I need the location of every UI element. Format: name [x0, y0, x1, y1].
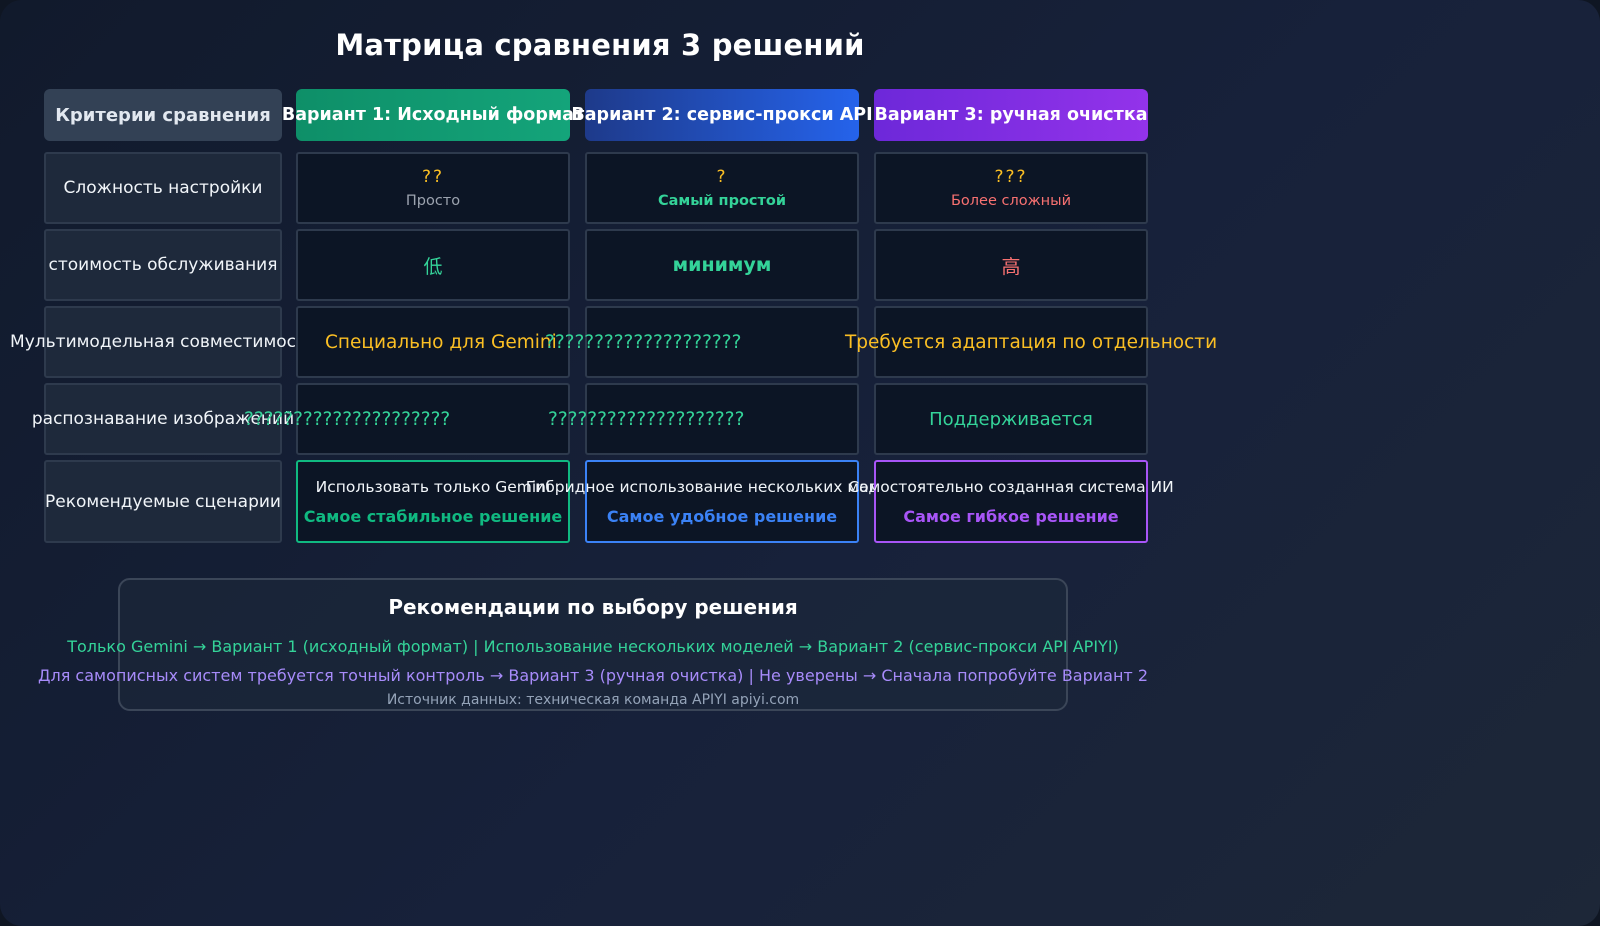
- cost-option-2: минимум: [585, 229, 859, 301]
- scenario-tag: Самое стабильное решение: [303, 506, 563, 526]
- image-option-1-cell: [296, 383, 570, 455]
- cost-option-3: 高: [874, 229, 1148, 301]
- cost-option-1: 低: [296, 229, 570, 301]
- setup-level-text: Более сложный: [950, 193, 1072, 209]
- header-option-3: Вариант 3: ручная очистка: [874, 89, 1148, 141]
- scenario-option-3: Самостоятельно созданная система ИИ Само…: [848, 460, 1174, 543]
- page-title: Матрица сравнения 3 решений: [335, 28, 865, 62]
- rating-stars: ???: [994, 167, 1028, 187]
- header-criteria: Критерии сравнения: [44, 89, 282, 141]
- criteria-maintenance-cost: стоимость обслуживания: [44, 229, 282, 301]
- recommendations-box: [118, 578, 1068, 711]
- image-option-3: Поддерживается: [874, 383, 1148, 455]
- compat-option-2-cell: [585, 306, 859, 378]
- criteria-recommended-scenarios: Рекомендуемые сценарии: [44, 460, 282, 543]
- recommendation-line-1: Только Gemini → Вариант 1 (исходный форм…: [67, 637, 1119, 656]
- setup-option-2: ? Самый простой: [585, 152, 859, 224]
- criteria-label: распознавание изображений: [31, 409, 295, 429]
- rating-stars: ??: [421, 167, 445, 187]
- scenario-tag: Самое гибкое решение: [903, 506, 1119, 526]
- setup-level-text: Самый простой: [657, 193, 787, 209]
- scenario-text: Гибридное использование нескольких модел…: [525, 477, 919, 496]
- setup-option-1: ?? Просто: [296, 152, 570, 224]
- header-option-2: Вариант 2: сервис-прокси API: [571, 89, 873, 141]
- scenario-tag: Самое удобное решение: [606, 506, 838, 526]
- scenario-text: Самостоятельно созданная система ИИ: [848, 477, 1174, 496]
- scenario-option-2: Гибридное использование нескольких модел…: [526, 460, 918, 543]
- data-source-note: Источник данных: техническая команда API…: [386, 692, 800, 708]
- criteria-label: Мультимодельная совместимость: [10, 332, 316, 352]
- criteria-image-recognition: распознавание изображений: [32, 383, 294, 455]
- scenario-text: Использовать только Gemini: [315, 477, 551, 496]
- setup-level-text: Просто: [405, 193, 461, 209]
- compat-option-1-cell: [296, 306, 570, 378]
- setup-option-3: ??? Более сложный: [874, 152, 1148, 224]
- rating-stars: ?: [716, 167, 728, 187]
- header-option-1: Вариант 1: Исходный формат: [282, 89, 584, 141]
- image-option-2-cell: [585, 383, 859, 455]
- compat-option-3-cell: [874, 306, 1148, 378]
- recommendations-title: Рекомендации по выбору решения: [388, 595, 798, 619]
- scenario-option-1: Использовать только Gemini Самое стабиль…: [296, 460, 570, 543]
- criteria-setup-complexity: Сложность настройки: [44, 152, 282, 224]
- recommendation-line-2: Для самописных систем требуется точный к…: [37, 666, 1148, 685]
- criteria-multimodel-compat: Мультимодельная совместимость: [10, 306, 316, 378]
